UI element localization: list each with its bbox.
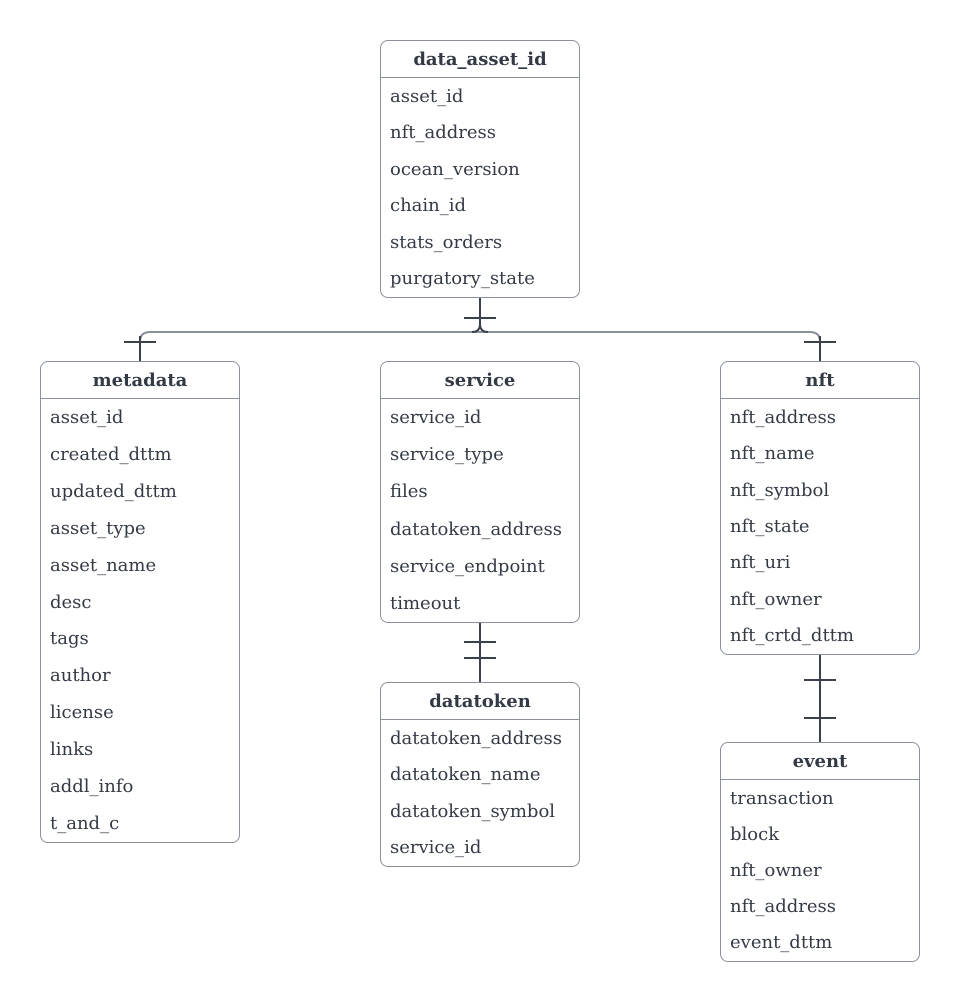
entity-field: asset_name [50, 554, 157, 576]
entity-field: addl_info [50, 776, 134, 798]
entity-field: service_type [390, 444, 504, 466]
entity-field: service_endpoint [390, 555, 545, 577]
entity-field: datatoken_address [390, 518, 562, 540]
entity-field: links [50, 739, 94, 761]
entity-nft: nft nft_address nft_name nft_symbol nft_stat… [720, 361, 920, 655]
entity-field: author [50, 665, 111, 687]
entity-field: nft_address [390, 122, 496, 144]
entity-field: nft_address [730, 406, 836, 428]
entity-field: transaction [730, 787, 834, 809]
entity-metadata: metadata asset_id created_dttm updated_dttm… [40, 361, 240, 843]
entity-title: data_asset_id [381, 41, 579, 78]
entity-field: license [50, 702, 114, 724]
entity-field: nft_symbol [730, 479, 830, 501]
entity-field: asset_id [390, 85, 464, 107]
entity-datatoken: datatoken datatoken_address datatoken_name… [380, 682, 580, 867]
entity-field: asset_type [50, 517, 146, 539]
entity-field: updated_dttm [50, 480, 177, 502]
entity-data-asset-id: data_asset_id asset_id nft_address ocean_ve… [380, 40, 580, 298]
entity-field: files [390, 481, 428, 503]
entity-field: event_dttm [730, 932, 833, 954]
connector-data-asset-stem [471, 298, 489, 333]
entity-field: purgatory_state [390, 268, 535, 290]
entity-field: datatoken_symbol [390, 800, 556, 822]
entity-field: nft_state [730, 515, 810, 537]
entity-field: datatoken_address [390, 727, 562, 749]
entity-field: created_dttm [50, 443, 172, 465]
entity-field: service_id [390, 837, 482, 859]
entity-title: datatoken [381, 683, 579, 720]
entity-field: nft_name [730, 443, 815, 465]
entity-title: service [381, 362, 579, 399]
entity-field: asset_id [50, 406, 124, 428]
entity-field: datatoken_name [390, 764, 541, 786]
entity-field: nft_uri [730, 552, 791, 574]
entity-event: event transaction block nft_owner nft_addres… [720, 742, 920, 962]
entity-field: nft_owner [730, 860, 822, 881]
entity-field: chain_id [390, 195, 467, 217]
entity-field: nft_address [730, 896, 836, 918]
entity-field: service_id [390, 407, 482, 429]
entity-field: nft_crtd_dttm [730, 625, 854, 647]
entity-field: timeout [390, 592, 461, 614]
entity-title: metadata [41, 362, 239, 399]
entity-field: t_and_c [50, 813, 120, 835]
connector-rail [139, 331, 821, 360]
entity-field: stats_orders [390, 231, 503, 253]
entity-field: desc [50, 591, 92, 613]
entity-field-list: asset_id nft_address ocean_version chain_id… [381, 78, 579, 297]
entity-title: event [721, 743, 919, 780]
entity-title: nft [721, 362, 919, 399]
entity-field: tags [50, 628, 89, 650]
entity-field: nft_owner [730, 588, 822, 610]
entity-field-list: datatoken_address datatoken_name datatoken… [381, 720, 579, 866]
entity-field: ocean_version [390, 158, 520, 180]
entity-field: block [730, 823, 780, 845]
entity-field-list: asset_id created_dttm updated_dttm asset_ty… [41, 399, 239, 842]
